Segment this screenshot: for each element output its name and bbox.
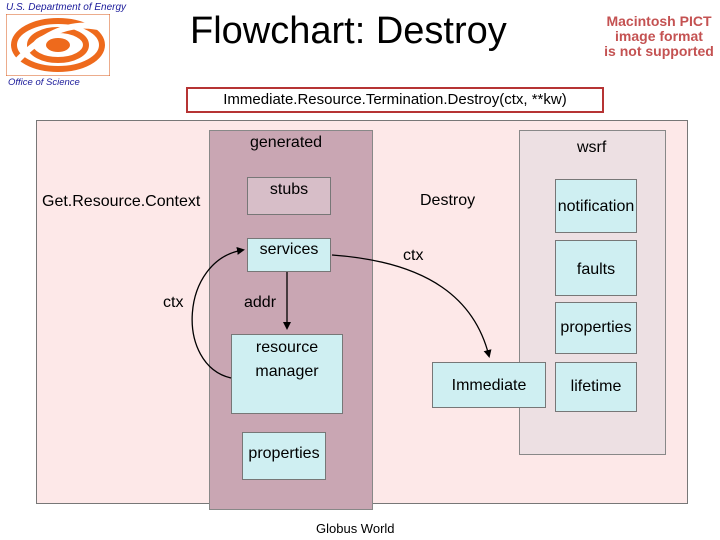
method-signature: Immediate.Resource.Termination.Destroy(c… (186, 87, 604, 113)
get-resource-context-label: Get.Resource.Context (42, 193, 201, 210)
page-title: Flowchart: Destroy (190, 10, 507, 52)
pict-line-2: image format (615, 28, 703, 44)
generated-label: generated (250, 134, 323, 151)
get-resource-context-arrow (191, 247, 245, 379)
faults-label: faults (576, 261, 616, 278)
faults-box: faults (555, 240, 637, 296)
ctx-left-label: ctx (163, 294, 184, 311)
resource-manager-label-1: resource (255, 339, 319, 356)
org-name-top: U.S. Department of Energy (6, 2, 127, 13)
destroy-label: Destroy (420, 192, 476, 209)
properties-generated-box: properties (242, 432, 326, 480)
ctx-right-label: ctx (403, 247, 424, 264)
properties-wsrf-box: properties (555, 302, 637, 354)
wsrf-label: wsrf (577, 139, 607, 156)
destroy-ctx-arrow (331, 254, 492, 358)
pict-line-3: is not supported (604, 43, 714, 59)
lifetime-box: lifetime (555, 362, 637, 412)
stubs-box: stubs (247, 177, 331, 215)
doe-office-of-science-logo-icon (5, 13, 111, 77)
notification-box: notification (555, 179, 637, 233)
properties-generated-label: properties (248, 445, 320, 462)
resource-manager-label-2: manager (255, 363, 319, 380)
notification-label: notification (557, 198, 635, 215)
stubs-label: stubs (269, 181, 309, 198)
properties-wsrf-label: properties (560, 319, 632, 336)
services-label: services (259, 241, 319, 258)
footer-text: Globus World (316, 521, 395, 536)
immediate-box: Immediate (432, 362, 546, 408)
addr-label: addr (244, 294, 277, 311)
pict-line-1: Macintosh PICT (606, 13, 712, 29)
immediate-label: Immediate (451, 377, 527, 394)
services-box: services (247, 238, 331, 272)
org-name-bottom: Office of Science (8, 77, 80, 88)
pict-placeholder: Macintosh PICT image format is not suppo… (598, 14, 720, 59)
lifetime-label: lifetime (570, 378, 622, 395)
resource-manager-box: resource manager (231, 334, 343, 414)
